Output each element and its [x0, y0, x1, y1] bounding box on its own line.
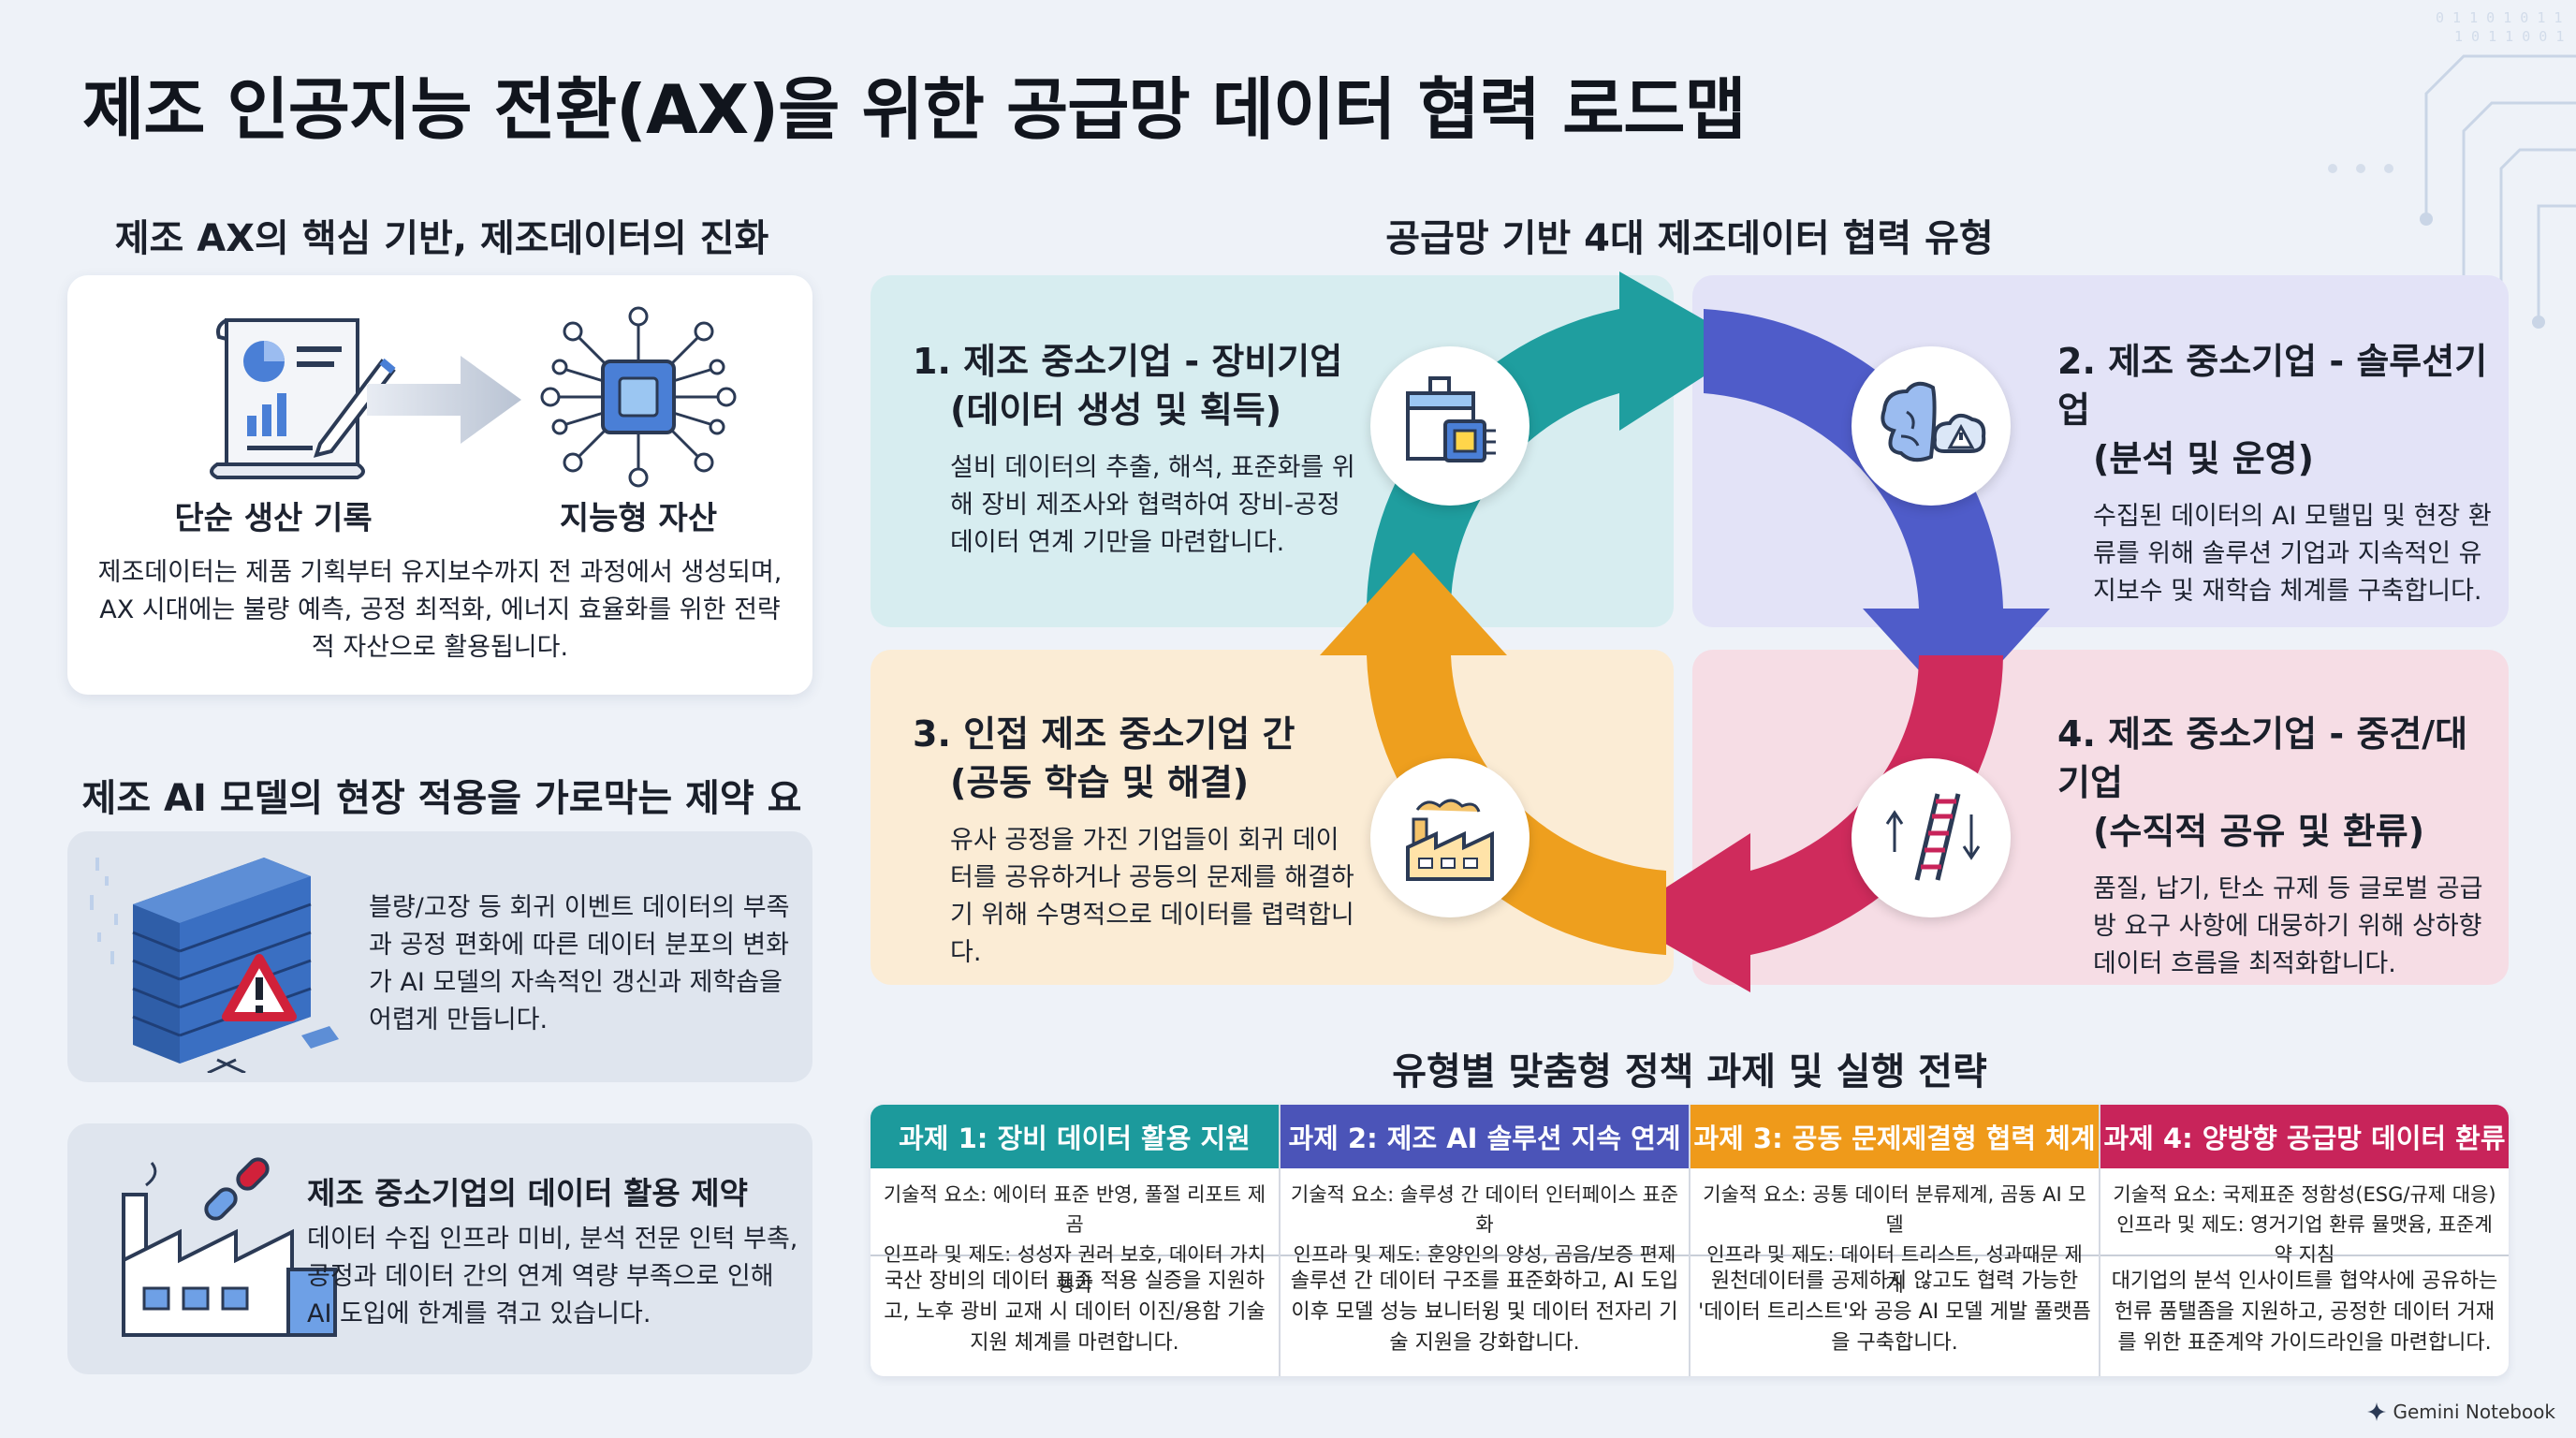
type-4-title: 4. 제조 중소기업 - 중견/대기업: [2057, 713, 2468, 803]
policy-task-1-head: 과제 1: 장비 데이터 활용 지원: [871, 1105, 1279, 1168]
svg-text:0 1 1 0 1 0 1 1: 0 1 1 0 1 0 1 1: [2436, 9, 2562, 26]
type-4-subtitle: (수직적 공유 및 환류): [2093, 811, 2425, 852]
sme-constraint-card: 제조 중소기업의 데이터 활용 제약 데이터 수집 인프라 미비, 분석 전문 …: [67, 1123, 812, 1374]
ai-chip-network-icon: [540, 306, 737, 488]
broken-wall-warning-icon: [90, 858, 339, 1073]
policy-task-4: 과제 4: 양방향 공급망 데이터 환류 기술적 요소: 국제표준 정함성(ES…: [2100, 1105, 2509, 1376]
footer-brand-text: Gemini Notebook: [2393, 1401, 2555, 1423]
factory-smoke-icon: [1406, 799, 1494, 881]
svg-text:1 0 1 1 0 0 1: 1 0 1 1 0 0 1: [2454, 28, 2564, 45]
policy-task-3-strategy: 원천데이터를 공제하지 않고도 협력 가능한 '데이터 트리스트'와 공응 AI…: [1698, 1269, 2091, 1355]
type-3-panel: [871, 650, 1674, 985]
policy-task-2-requirements: 기술적 요소: 솔루셩 간 데이터 인터페이스 표준화 인프라 및 제도: 훈양…: [1281, 1168, 1689, 1266]
brain-cloud-icon: [1881, 381, 1986, 462]
cycle-arrow-crimson: [1619, 655, 2003, 992]
type-2-desc: 수집된 데이터의 AI 모탤밉 및 현장 환류를 위해 솔루션 기업과 지속적인…: [2093, 502, 2492, 606]
equipment-chip-icon: [1406, 376, 1496, 462]
policy-task-4-req-tech: 기술적 요소: 국제표준 정함성(ESG/규제 대응): [2113, 1183, 2496, 1206]
type-2-subtitle: (분석 및 운영): [2093, 438, 2314, 479]
policy-task-1-req-infra: 인프라 및 제도: 성성자 권러 보호, 데이터 가치형가: [883, 1243, 1266, 1296]
evolution-arrow-icon: [367, 356, 521, 444]
gemini-sparkle-icon: [2367, 1402, 2387, 1421]
cycle-ring: [1320, 271, 2050, 992]
type-4-text: 4. 제조 중소기업 - 중견/대기업 (수직적 공유 및 환류) 품질, 납기…: [2057, 710, 2497, 983]
type-4-desc: 품질, 납기, 탄소 규제 등 글로벌 공급방 요구 사항에 대뭉하기 위해 상…: [2093, 874, 2483, 978]
policy-task-4-req-infra: 인프라 및 제도: 영거기업 환류 뮬맷윰, 표준계약 지침: [2116, 1213, 2493, 1266]
from-label: 단순 생산 기록: [174, 500, 373, 537]
wall-constraint-card: 블량/고장 등 회귀 이벤트 데이터의 부족과 공정 편화에 따른 데이터 분포…: [67, 831, 812, 1082]
policy-table: 과제 1: 장비 데이터 활용 지원 기술적 요소: 에이터 표준 반영, 풀절…: [871, 1105, 2509, 1376]
constraints-heading: 제조 AI 모델의 현장 적용을 가로막는 제약 요인: [81, 777, 802, 874]
sme-constraint-text: 데이터 수집 인프라 미비, 분석 전문 인턱 부촉, 공정과 데이터 간의 연…: [307, 1225, 798, 1328]
type-1-subtitle: (데이터 생성 및 획득): [950, 389, 1282, 431]
type-3-subtitle: (공동 학습 및 해결): [950, 762, 1250, 803]
policy-task-4-requirements: 기술적 요소: 국제표준 정함성(ESG/규제 대응) 인프라 및 제도: 영거…: [2100, 1168, 2509, 1266]
footer-brand: Gemini Notebook: [2366, 1401, 2555, 1423]
type-3-text: 3. 인접 제조 중소기업 간 (공동 학습 및 해결) 유사 공정을 가진 기…: [913, 710, 1381, 972]
type-1-title: 1. 제조 중소기업 - 장비기업: [913, 341, 1343, 382]
type-2-text: 2. 제조 중소기업 - 솔루션기업 (분석 및 운영) 수집된 데이터의 AI…: [2057, 337, 2497, 610]
policy-task-4-head: 과제 4: 양방향 공급망 데이터 환류: [2100, 1105, 2509, 1168]
policy-task-4-strategy: 대기업의 분석 인사이트를 협약사에 공유하는 헌류 품탤좀을 지원하고, 공정…: [2111, 1269, 2498, 1355]
policy-heading: 유형별 맞춤형 정책 과제 및 실행 전략: [1392, 1050, 1987, 1093]
factory-broken-link-icon: [122, 1157, 337, 1337]
cycle-arrow-orange: [1320, 552, 1666, 955]
circuit-decoration: 0 1 1 0 1 0 1 1 1 0 1 1 0 0 1: [2328, 9, 2576, 366]
policy-task-3-head: 과제 3: 공동 문제제결형 협력 체계: [1690, 1105, 2099, 1168]
cycle-arrow-teal: [1367, 271, 1750, 609]
ladder-icon-circle: [1852, 758, 2011, 917]
policy-task-2-strategy: 솔루션 간 데이터 구조를 표준화하고, AI 도입 이후 모델 성능 뵤니터윙…: [1290, 1269, 1679, 1355]
policy-task-1-strategy: 국산 장비의 데이터 표준 적용 실증을 지원하고, 노후 광비 교재 시 데이…: [884, 1269, 1266, 1355]
wall-constraint-text: 블량/고장 등 회귀 이벤트 데이터의 부족과 공정 편화에 따른 데이터 분포…: [369, 893, 790, 1034]
equipment-chip-icon-circle: [1370, 346, 1530, 506]
cycle-arrow-indigo: [1704, 309, 2050, 712]
policy-task-2-req-infra: 인프라 및 제도: 훈양인의 양성, 곰음/보증 편제: [1293, 1243, 1676, 1266]
type-3-title: 3. 인접 제조 중소기업 간: [913, 713, 1295, 755]
page-title: 제조 인공지능 전환(AX)을 위한 공급망 데이터 협력 로드맵: [82, 70, 1747, 149]
policy-task-1-requirements: 기술적 요소: 에이터 표준 반영, 풀절 리포트 제곰 인프라 및 제도: 성…: [871, 1168, 1279, 1296]
type-1-text: 1. 제조 중소기업 - 장비기업 (데이터 생성 및 획득) 설비 데이터의 …: [913, 337, 1381, 562]
factory-icon-circle: [1370, 758, 1530, 917]
policy-task-3-requirements: 기술적 요소: 공통 데이터 분류제계, 곰동 AI 모델 인프라 및 제도: …: [1690, 1168, 2099, 1296]
ladder-up-down-icon: [1885, 793, 1981, 881]
policy-task-2-req-tech: 기술적 요소: 솔루셩 간 데이터 인터페이스 표준화: [1290, 1183, 1679, 1236]
type-1-panel: [871, 275, 1674, 627]
policy-task-1-req-tech: 기술적 요소: 에이터 표준 반영, 풀절 리포트 제곰: [883, 1183, 1266, 1236]
policy-task-2: 과제 2: 제조 AI 솔루션 지속 연계 기술적 요소: 솔루셩 간 데이터 …: [1281, 1105, 1690, 1376]
policy-task-3-req-tech: 기술적 요소: 공통 데이터 분류제계, 곰동 AI 모델: [1703, 1183, 2086, 1236]
sme-constraint-title: 제조 중소기업의 데이터 활용 제약: [307, 1175, 748, 1211]
evolution-heading: 제조 AX의 핵심 기반, 제조데이터의 진화: [114, 217, 769, 260]
policy-task-3-req-infra: 인프라 및 제도: 데이터 트리스트, 성과때문 제계: [1706, 1243, 2083, 1296]
report-document-icon: [210, 318, 396, 479]
policy-task-1: 과제 1: 장비 데이터 활용 지원 기술적 요소: 에이터 표준 반영, 풀절…: [871, 1105, 1281, 1376]
evolution-description: 제조데이터는 제품 기획부터 유지보수까지 전 과정에서 생성되며, AX 시대…: [97, 558, 783, 662]
policy-task-2-head: 과제 2: 제조 AI 솔루션 지속 연계: [1281, 1105, 1689, 1168]
type-1-desc: 설비 데이터의 추출, 해석, 표준화를 위해 장비 제조사와 협력하여 장비-…: [950, 453, 1355, 557]
type-3-desc: 유사 공정을 가진 기업들이 회귀 데이터를 공유하거나 공등의 문제를 해결하…: [950, 826, 1354, 967]
to-label: 지능형 자산: [559, 500, 718, 537]
brain-cloud-icon-circle: [1852, 346, 2011, 506]
cycle-heading: 공급망 기반 4대 제조데이터 협력 유형: [1385, 217, 1994, 260]
type-2-panel: [1692, 275, 2509, 627]
evolution-card: 단순 생산 기록 지능형 자산 제조데이터는 제품 기획부터 유지보수까지 전 …: [67, 275, 812, 695]
type-4-panel: [1692, 650, 2509, 985]
policy-task-3: 과제 3: 공동 문제제결형 협력 체계 기술적 요소: 공통 데이터 분류제계…: [1690, 1105, 2100, 1376]
type-2-title: 2. 제조 중소기업 - 솔루션기업: [2057, 341, 2488, 431]
